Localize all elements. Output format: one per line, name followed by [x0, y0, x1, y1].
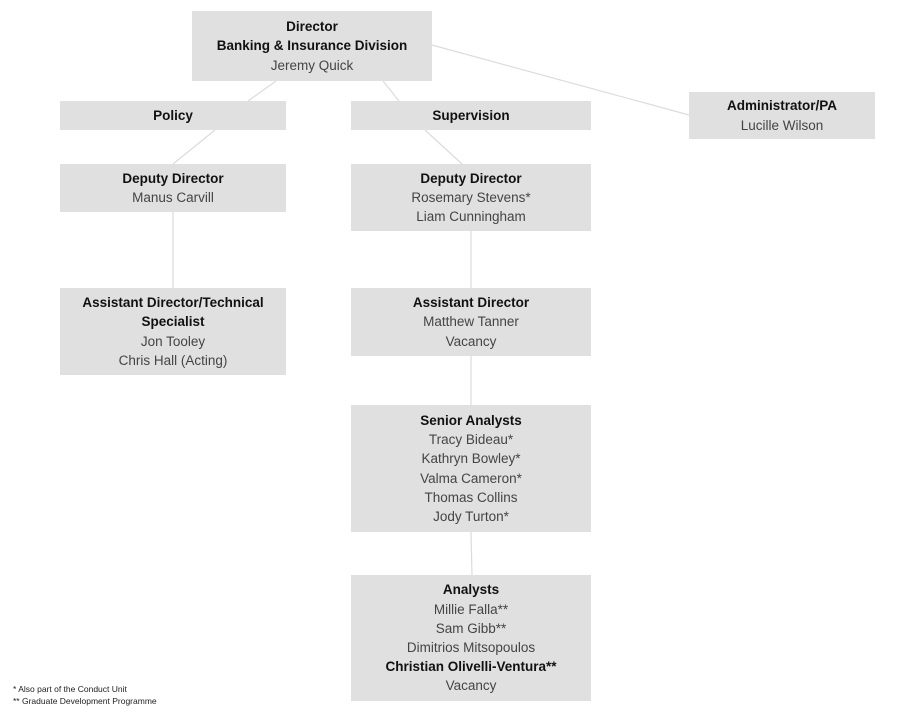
connector-senior-analysts [470, 531, 473, 576]
assistant-director-supervision-name: Matthew Tanner [423, 314, 519, 330]
assistant-director-policy-title-cont: Specialist [141, 314, 205, 330]
administrator-box: Administrator/PA Lucille Wilson [689, 92, 875, 139]
analyst-name: Sam Gibb** [435, 620, 507, 636]
senior-analysts-box: Senior Analysts Tracy Bideau* Kathryn Bo… [351, 405, 591, 532]
senior-analyst-name: Jody Turton* [433, 508, 509, 524]
assistant-director-supervision-box: Assistant Director Matthew Tanner Vacanc… [351, 288, 591, 356]
director-box: Director Banking & Insurance Division Je… [192, 11, 432, 81]
connector-director-admin [431, 44, 690, 116]
deputy-director-supervision-title: Deputy Director [420, 170, 522, 186]
footnote-conduct-unit: * Also part of the Conduct Unit [13, 684, 127, 694]
connector-policy-deputy [172, 129, 216, 165]
assistant-director-policy-box: Assistant Director/Technical Specialist … [60, 288, 286, 375]
director-title: Director [286, 19, 338, 35]
senior-analyst-name: Kathryn Bowley* [421, 451, 521, 467]
policy-box: Policy [60, 101, 286, 130]
policy-label: Policy [153, 107, 193, 123]
senior-analyst-name: Tracy Bideau* [428, 432, 514, 448]
analyst-name: Christian Olivelli-Ventura** [385, 659, 557, 675]
administrator-name: Lucille Wilson [740, 117, 824, 133]
analyst-name: Millie Falla** [433, 601, 509, 617]
assistant-director-policy-name: Jon Tooley [140, 333, 206, 349]
assistant-director-policy-name: Chris Hall (Acting) [118, 352, 228, 368]
assistant-director-supervision-name: Vacancy [445, 333, 497, 349]
deputy-director-policy-title: Deputy Director [122, 170, 224, 186]
analysts-title: Analysts [442, 582, 500, 598]
director-division: Banking & Insurance Division [216, 38, 408, 54]
supervision-label: Supervision [432, 107, 510, 123]
deputy-director-supervision-box: Deputy Director Rosemary Stevens* Liam C… [351, 164, 591, 231]
senior-analysts-title: Senior Analysts [420, 412, 522, 428]
senior-analyst-name: Thomas Collins [424, 489, 518, 505]
connector-director-policy [247, 80, 277, 102]
assistant-director-policy-title: Assistant Director/Technical [82, 295, 264, 311]
footnote-graduate-programme: ** Graduate Development Programme [13, 696, 157, 706]
deputy-director-supervision-name: Liam Cunningham [416, 209, 526, 225]
connector-supervision-deputy [424, 129, 463, 165]
connector-director-supervision [382, 80, 400, 102]
deputy-director-policy-name: Manus Carvill [132, 190, 214, 205]
analysts-box: Analysts Millie Falla** Sam Gibb** Dimit… [351, 575, 591, 701]
analyst-name: Dimitrios Mitsopoulos [406, 640, 536, 655]
supervision-box: Supervision [351, 101, 591, 130]
director-name: Jeremy Quick [270, 57, 354, 73]
deputy-director-policy-box: Deputy Director Manus Carvill [60, 164, 286, 212]
deputy-director-supervision-name: Rosemary Stevens* [411, 189, 531, 205]
assistant-director-supervision-title: Assistant Director [412, 295, 530, 311]
senior-analyst-name: Valma Cameron* [420, 470, 522, 486]
analyst-name: Vacancy [445, 678, 497, 694]
administrator-title: Administrator/PA [726, 98, 837, 114]
